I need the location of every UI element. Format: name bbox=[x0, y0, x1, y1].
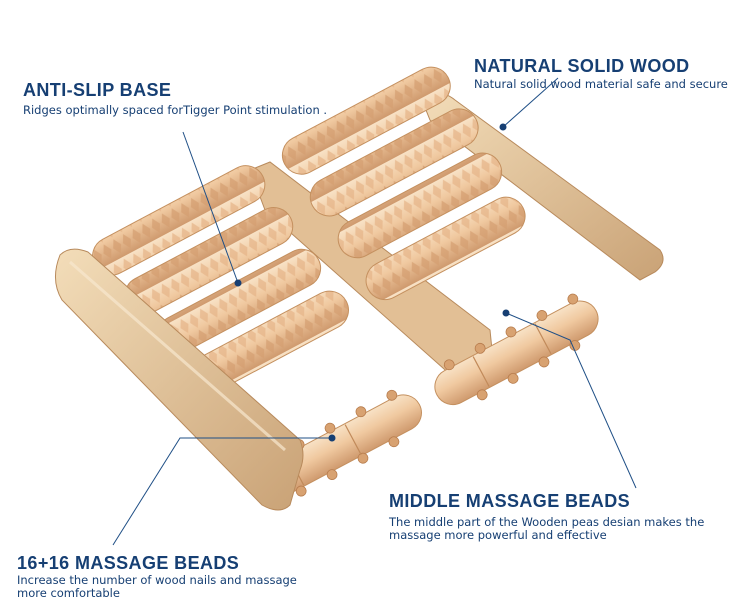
beads-16-marker-dot bbox=[328, 434, 336, 442]
middle-beads-description-line: The middle part of the Wooden peas desia… bbox=[389, 515, 705, 529]
massage-bead bbox=[386, 389, 398, 401]
massage-bead bbox=[474, 342, 486, 354]
bead-roller bbox=[434, 300, 599, 406]
roller-groove bbox=[344, 424, 362, 455]
roller-groove bbox=[472, 356, 490, 387]
massage-bead bbox=[443, 359, 455, 371]
massage-bead bbox=[326, 469, 338, 481]
ridged-roller bbox=[337, 152, 503, 259]
massage-bead bbox=[567, 293, 579, 305]
massage-bead bbox=[569, 340, 581, 351]
massage-bead bbox=[355, 406, 367, 418]
middle-beads-description: The middle part of the Wooden peas desia… bbox=[389, 516, 704, 542]
natural-wood-leader-line bbox=[502, 77, 559, 128]
massage-bead bbox=[505, 326, 517, 338]
anti-slip-title: ANTI-SLIP BASE bbox=[23, 80, 172, 100]
massage-bead bbox=[388, 436, 400, 448]
middle-beads-description-line: massage more powerful and effective bbox=[389, 528, 607, 542]
middle-beads-leader-line bbox=[505, 312, 637, 489]
massage-bead bbox=[536, 310, 548, 321]
front-frame-bar bbox=[55, 248, 304, 511]
ridged-roller bbox=[309, 108, 479, 217]
massage-bead bbox=[324, 422, 336, 434]
roller-groove bbox=[534, 323, 552, 355]
massage-bead bbox=[538, 356, 550, 368]
anti-slip-leader-line bbox=[182, 131, 239, 284]
beads-16-description-line: more comfortable bbox=[17, 586, 120, 600]
massage-bead bbox=[507, 372, 519, 384]
anti-slip-marker-dot bbox=[234, 279, 242, 287]
ridged-roller bbox=[281, 66, 451, 175]
massage-bead bbox=[476, 389, 488, 401]
beads-16-leader-line bbox=[112, 437, 332, 546]
middle-beads-marker-dot bbox=[502, 309, 510, 317]
massage-bead bbox=[295, 485, 307, 497]
anti-slip-description: Ridges optimally spaced forTigger Point … bbox=[23, 103, 328, 117]
ridged-roller bbox=[365, 196, 526, 301]
natural-wood-marker-dot bbox=[499, 123, 507, 131]
ridged-rollers bbox=[92, 66, 526, 394]
beads-16-title: 16+16 MASSAGE BEADS bbox=[17, 553, 240, 573]
natural-wood-title: NATURAL SOLID WOOD bbox=[474, 56, 690, 76]
middle-beads-title: MIDDLE MASSAGE BEADS bbox=[389, 491, 631, 511]
natural-wood-description: Natural solid wood material safe and sec… bbox=[474, 77, 728, 91]
beads-16-description-line: Increase the number of wood nails and ma… bbox=[17, 573, 297, 587]
beads-16-description: Increase the number of wood nails and ma… bbox=[17, 574, 297, 600]
